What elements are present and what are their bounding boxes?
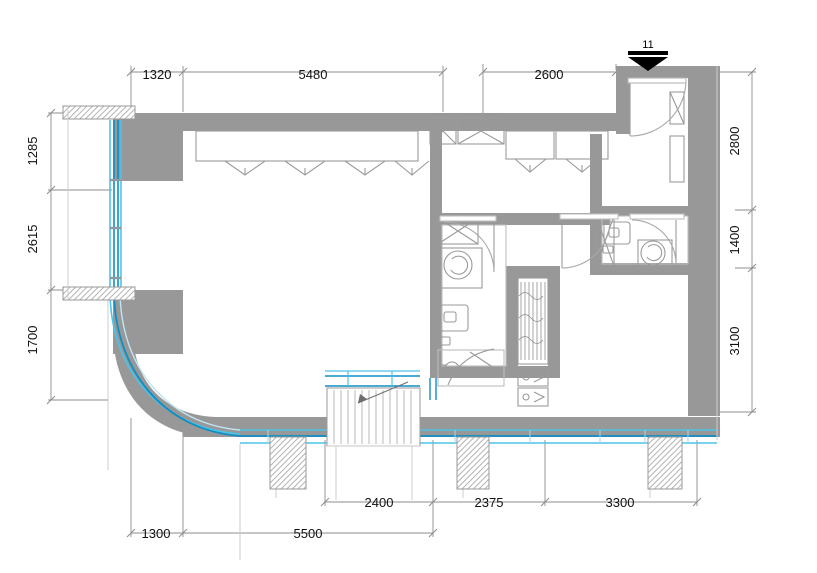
column-pilaster-3 <box>647 436 683 490</box>
door-symbols <box>439 77 687 273</box>
dim-right-3: 3100 <box>727 327 742 356</box>
dimension-group-bottom-lower: 1300 5500 <box>142 526 323 541</box>
toilet-main <box>439 304 469 332</box>
dim-right-1: 2800 <box>727 127 742 156</box>
dim-bot-up-2: 2375 <box>475 495 504 510</box>
washing-machine <box>439 247 483 289</box>
shower-tray <box>437 349 505 387</box>
dim-bot-low-2: 5500 <box>294 526 323 541</box>
shading-fin-lower <box>62 286 136 301</box>
dimension-labels: 1320 5480 2600 1285 2615 1700 2800 1400 … <box>25 67 742 541</box>
toilet-secondary <box>603 221 631 245</box>
shading-fin-upper <box>62 105 136 120</box>
level-marker-triangle <box>628 57 668 71</box>
wall-bath-west <box>430 213 442 378</box>
dim-top-1: 1320 <box>143 67 172 82</box>
dimension-group-bottom-upper: 2400 2375 3300 <box>365 495 635 510</box>
column-pilaster-2 <box>456 436 490 490</box>
wall-bottom-mid <box>440 417 570 437</box>
stair-direction-arrow <box>357 381 409 404</box>
wall-bottom-right <box>570 417 720 437</box>
projection-outlines <box>67 66 718 560</box>
dim-bot-up-3: 3300 <box>606 495 635 510</box>
level-marker-bar <box>628 51 668 55</box>
level-marker: 11 <box>628 39 668 71</box>
wall-closet-east <box>548 266 560 378</box>
wall-top <box>183 113 616 131</box>
wall-bath2-south <box>590 263 690 275</box>
dim-top-3: 2600 <box>535 67 564 82</box>
wall-entry-left <box>616 66 630 134</box>
wall-right-exterior <box>688 66 720 416</box>
dimension-group-left: 1285 2615 1700 <box>25 137 40 355</box>
dimension-group-right: 2800 1400 3100 <box>727 127 742 356</box>
wall-bath-left <box>430 131 442 221</box>
washbasin-secondary <box>637 239 673 267</box>
dim-bot-low-1: 1300 <box>142 526 171 541</box>
shower-drain <box>444 361 460 377</box>
dimension-network <box>46 64 757 538</box>
dim-bot-up-1: 2400 <box>365 495 394 510</box>
hatched-elements <box>62 105 683 490</box>
wall-bath2-north <box>596 206 692 216</box>
dim-left-3: 1700 <box>25 326 40 355</box>
dimension-group-top: 1320 5480 2600 <box>143 67 564 82</box>
wall-left-upper <box>113 113 131 181</box>
level-marker-label: 11 <box>642 39 653 51</box>
column-pilaster-1 <box>269 436 307 490</box>
wall-closet-west <box>506 266 518 378</box>
dim-top-2: 5480 <box>299 67 328 82</box>
joinery-wardrobe <box>195 91 685 407</box>
wall-bedroom-west <box>590 134 602 214</box>
wall-closet-north <box>506 266 560 278</box>
wall-bath-south <box>430 366 550 378</box>
staircase <box>326 381 421 447</box>
dim-right-2: 1400 <box>727 226 742 255</box>
dim-left-1: 1285 <box>25 137 40 166</box>
dim-left-2: 2615 <box>25 225 40 254</box>
